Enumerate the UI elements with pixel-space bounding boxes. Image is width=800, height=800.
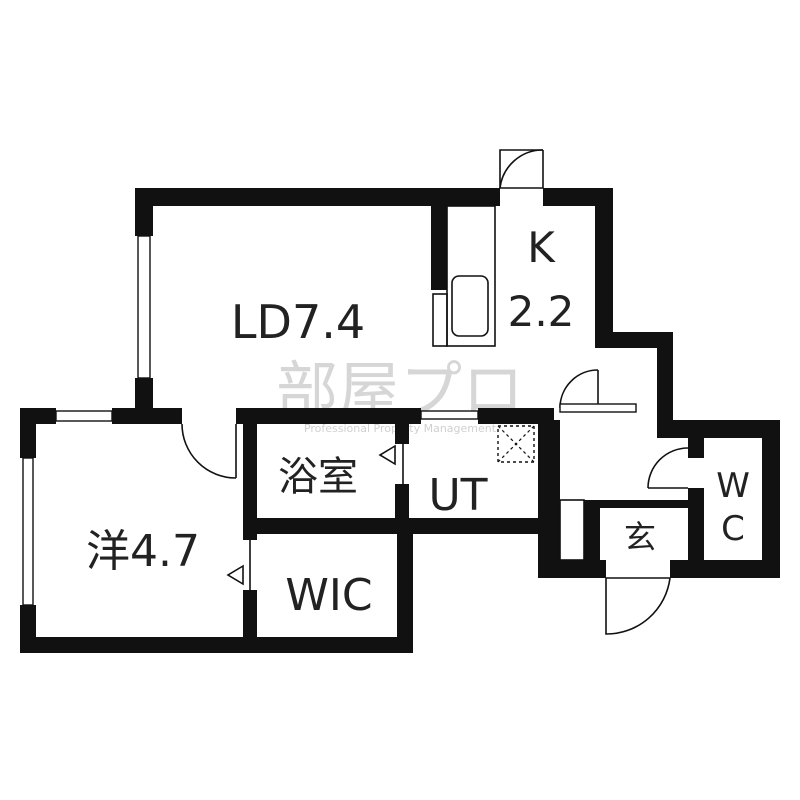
room-label-ld: LD7.4: [231, 295, 365, 349]
fixtures: [432, 205, 585, 561]
western-left-window: [22, 457, 34, 606]
room-label-entrance: 玄: [624, 518, 656, 556]
doors: [181, 149, 689, 635]
kitchen-counter: [446, 205, 496, 347]
room-label-ut: UT: [428, 470, 487, 521]
room-labels: LD7.4 K 2.2 浴室 UT 洋4.7 WIC 玄 W C: [86, 223, 750, 621]
western-top-window: [55, 410, 113, 422]
room-label-bath: 浴室: [278, 454, 358, 500]
room-label-wc-w: W: [716, 466, 750, 506]
shoe-shelf: [559, 499, 585, 561]
room-label-wic: WIC: [285, 570, 372, 621]
ld-window: [137, 235, 151, 379]
room-label-wc-c: C: [721, 509, 745, 549]
kitchen-sink-icon: [451, 275, 489, 337]
kitchen-counter-edge: [432, 293, 448, 347]
room-label-k-name: K: [527, 223, 556, 272]
walls: [20, 188, 780, 653]
room-label-western: 洋4.7: [86, 526, 200, 577]
windows: [22, 235, 151, 606]
room-label-k-size: 2.2: [508, 287, 575, 336]
washer-icon: [497, 425, 535, 463]
